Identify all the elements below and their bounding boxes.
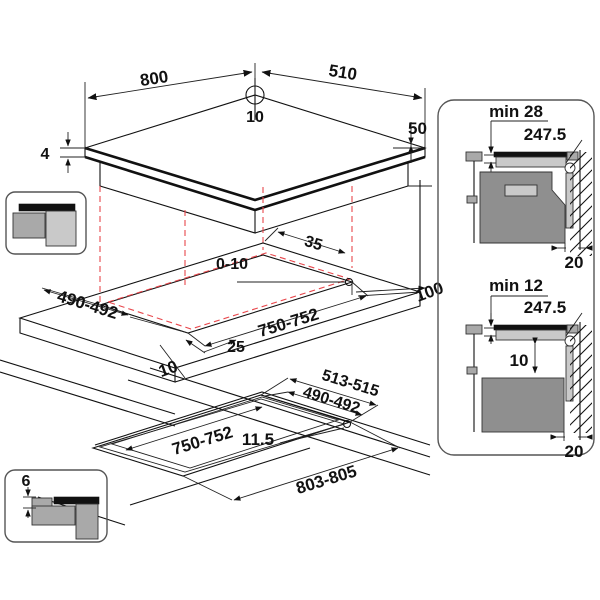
inset-standard-mount <box>5 191 87 255</box>
detail-min28-oven-display <box>504 184 538 197</box>
label-750-752-b: 750-752 <box>170 423 235 459</box>
label-247-5-a: 247.5 <box>524 125 567 144</box>
detail-min12-worktop-left <box>465 324 483 335</box>
hob-isometric-view <box>83 78 427 234</box>
dim-35: 35 <box>264 227 346 254</box>
detail-min12-worktop-right <box>566 324 579 334</box>
label-490-492-a: 490-492 <box>55 287 120 323</box>
detail-min12-glass <box>493 324 569 331</box>
label-20-b: 20 <box>565 442 584 461</box>
dim-0-10: 0-10 <box>216 256 354 287</box>
label-4: 4 <box>41 146 50 163</box>
inset-standard-cabinet <box>45 210 77 247</box>
dim-10-worktop: 10 <box>156 344 186 381</box>
detail-min28-hob-body <box>495 156 567 168</box>
label-35: 35 <box>302 233 324 254</box>
inset-flush-mount: 6 <box>4 469 108 543</box>
detail-min12-hob-body <box>495 329 567 341</box>
detail-min28-worktop-left <box>465 151 483 162</box>
detail-min28-oven <box>479 171 566 244</box>
inset-standard-glass <box>18 203 76 212</box>
label-510: 510 <box>327 61 358 84</box>
label-50: 50 <box>408 119 427 138</box>
detail-min28-worktop-right <box>566 151 579 161</box>
dim-50: 50 <box>393 119 432 187</box>
inset-flush-worktop <box>31 505 76 526</box>
label-10-oven: 10 <box>510 351 529 370</box>
label-803-805: 803-805 <box>294 462 359 498</box>
detail-min12-bracket <box>466 366 478 375</box>
detail-min12-oven <box>481 377 565 433</box>
label-6: 6 <box>22 473 31 490</box>
detail-min28-rod <box>565 172 574 229</box>
label-min12: min 12 <box>489 276 543 295</box>
side-panel-frame <box>437 99 595 456</box>
side-panel: min 28 <box>437 99 595 461</box>
detail-min28-bracket <box>466 195 478 204</box>
label-25: 25 <box>227 339 245 356</box>
label-min28: min 28 <box>489 102 543 121</box>
detail-min28-glass <box>493 151 569 158</box>
label-100: 100 <box>413 278 446 306</box>
label-10-radius: 10 <box>246 109 264 126</box>
label-0-10: 0-10 <box>216 256 248 273</box>
dim-4: 4 <box>41 132 88 173</box>
dim-11-5: 11.5 <box>242 419 352 449</box>
detail-min12-rod <box>565 345 574 402</box>
dim-800: 800 <box>84 63 256 148</box>
dim-100: 100 <box>351 278 446 306</box>
projection-lines <box>99 186 353 305</box>
label-750-752-a: 750-752 <box>256 305 321 341</box>
label-800: 800 <box>139 67 170 90</box>
label-20-a: 20 <box>565 253 584 272</box>
label-247-5-b: 247.5 <box>524 298 567 317</box>
inset-flush-glass <box>53 496 100 505</box>
inset-flush-frame <box>4 469 108 543</box>
inset-flush-cabinet <box>75 503 99 540</box>
dim-510: 510 <box>261 61 426 148</box>
dim-25: 25 <box>185 339 245 356</box>
label-11-5: 11.5 <box>242 430 274 449</box>
detail-min12: min 12 247.5 <box>465 276 593 461</box>
inset-standard-frame <box>5 191 87 255</box>
detail-min28: min 28 <box>465 102 593 272</box>
inset-standard-worktop <box>12 212 46 239</box>
